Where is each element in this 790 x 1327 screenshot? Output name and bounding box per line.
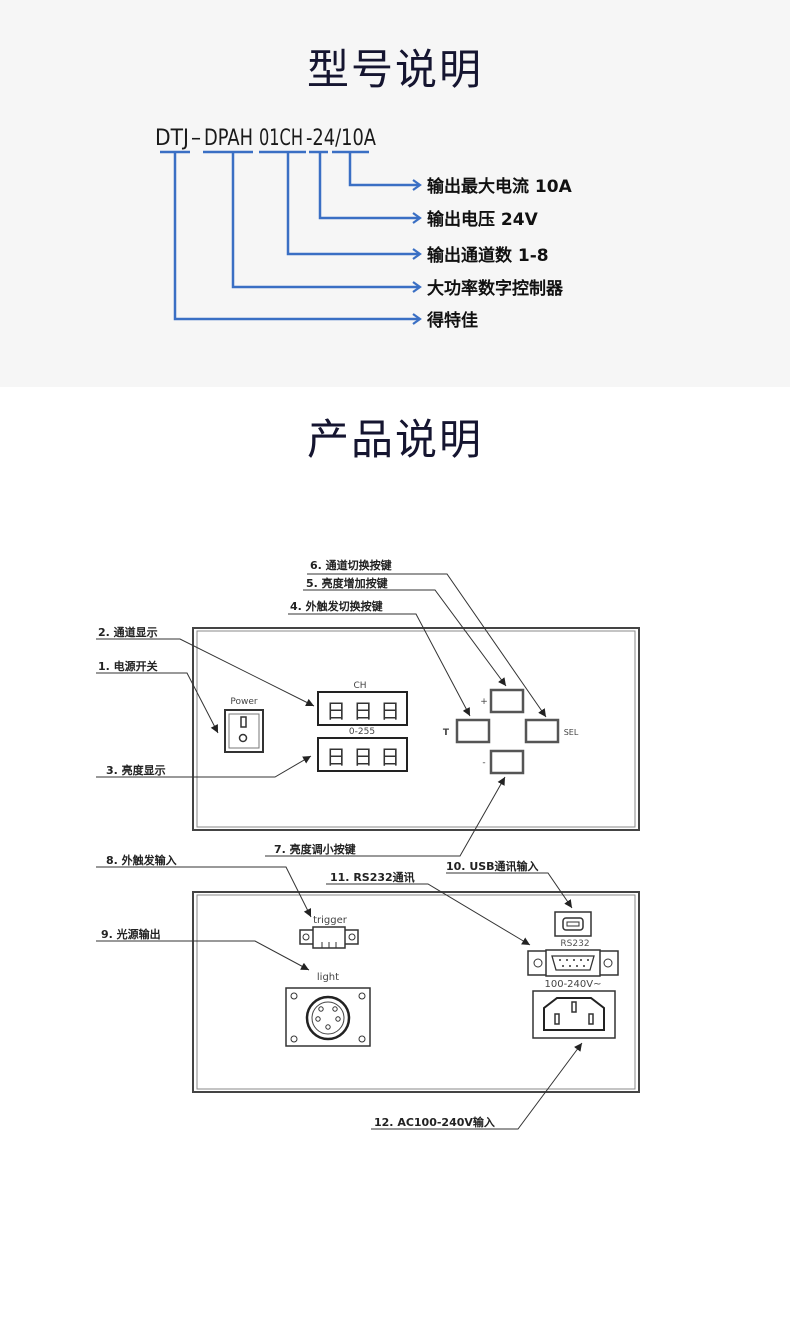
light-output-connector xyxy=(285,987,371,1047)
minus-button[interactable]: - xyxy=(482,749,525,775)
usb-port xyxy=(554,911,592,937)
minus-label: - xyxy=(482,758,485,768)
ch-digit-1: 日 xyxy=(326,699,346,723)
callout-5: 5. 亮度增加按键 xyxy=(306,576,389,590)
trigger-connector xyxy=(299,926,359,949)
ac-power-inlet xyxy=(532,990,616,1039)
meaning-brand: 得特佳 xyxy=(426,310,478,331)
trigger-label: trigger xyxy=(313,915,348,926)
callout-7: 7. 亮度调小按键 xyxy=(274,842,357,856)
ch-digit-3: 日 xyxy=(380,699,400,723)
rear-panel: trigger light xyxy=(192,891,640,1093)
connector-lines xyxy=(160,150,422,325)
meaning-controller: 大功率数字控制器 xyxy=(427,278,564,299)
callout-6: 6. 通道切换按键 xyxy=(310,558,393,572)
code-part-01ch: 01CH xyxy=(259,126,303,151)
callout-2: 2. 通道显示 xyxy=(98,625,158,639)
channel-display: 日 日 日 xyxy=(317,691,408,726)
ch-label: CH xyxy=(353,681,366,691)
connector-dpah xyxy=(231,152,422,293)
light-label: light xyxy=(317,972,339,983)
br-digit-1: 日 xyxy=(326,745,346,769)
code-part-dash: – xyxy=(191,126,201,151)
model-code-diagram: DTJ – DPAH 01CH -24/10A 输出最大电流 10A 输出电压 … xyxy=(155,126,573,331)
rs232-port xyxy=(527,949,619,977)
callout-lines xyxy=(96,573,583,1130)
model-section-title: 型号说明 xyxy=(306,45,483,94)
code-part-voltage-current: -24/10A xyxy=(306,126,376,151)
callout-3: 3. 亮度显示 xyxy=(106,763,166,777)
model-description-section xyxy=(0,0,790,387)
connector-24 xyxy=(318,152,422,224)
meaning-voltage: 输出电压 24V xyxy=(427,209,539,230)
voltage-label: 100-240V~ xyxy=(544,979,601,990)
rs232-label: RS232 xyxy=(560,939,589,949)
connector-10a xyxy=(348,152,422,191)
t-button[interactable]: T xyxy=(443,718,491,744)
product-section-title: 产品说明 xyxy=(306,415,483,464)
br-digit-3: 日 xyxy=(380,745,400,769)
callout-12: 12. AC100-240V输入 xyxy=(374,1115,495,1129)
callout-9: 9. 光源输出 xyxy=(101,927,161,941)
callout-11: 11. RS232通讯 xyxy=(330,871,415,884)
power-switch[interactable]: Power xyxy=(224,697,264,753)
power-label: Power xyxy=(230,697,258,707)
code-part-dpah: DPAH xyxy=(204,126,253,151)
callout-10: 10. USB通讯输入 xyxy=(446,859,539,873)
plus-button[interactable]: + xyxy=(480,688,525,714)
t-label: T xyxy=(443,728,450,738)
range-label: 0-255 xyxy=(349,727,375,737)
callout-4: 4. 外触发切换按键 xyxy=(290,599,384,613)
br-digit-2: 日 xyxy=(353,745,373,769)
sel-label: SEL xyxy=(564,728,579,737)
connector-01ch xyxy=(286,152,422,260)
meaning-current: 输出最大电流 10A xyxy=(427,176,573,197)
callout-8: 8. 外触发输入 xyxy=(106,853,177,867)
brightness-display: 日 日 日 xyxy=(317,737,408,772)
sel-button[interactable]: SEL xyxy=(524,718,579,744)
connector-dtj xyxy=(173,152,422,325)
meaning-channels: 输出通道数 1-8 xyxy=(427,245,549,266)
code-part-dtj: DTJ xyxy=(155,126,189,151)
ch-digit-2: 日 xyxy=(353,699,373,723)
front-panel: Power CH 日 日 日 0-255 日 日 日 + T xyxy=(192,627,640,831)
plus-label: + xyxy=(480,697,488,707)
callout-1: 1. 电源开关 xyxy=(98,659,158,673)
